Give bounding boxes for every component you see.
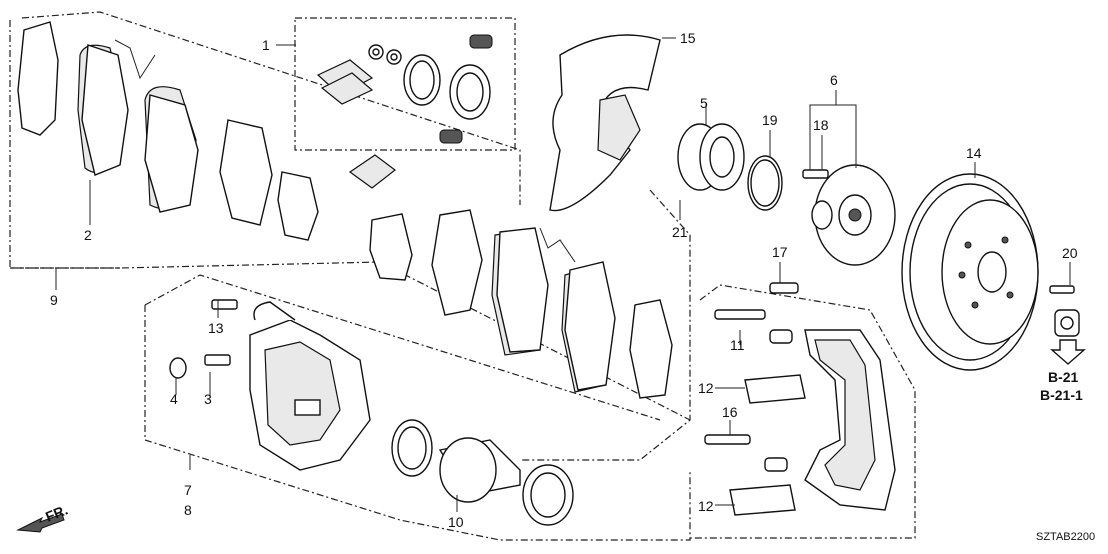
front-direction-label: FR. [43,501,70,524]
front-direction-arrow [16,513,65,533]
hardware-right [1049,285,1086,365]
callouts: 1 2 3 4 5 6 7 8 9 10 11 12 12 13 14 15 1… [50,30,1078,530]
callout-8: 8 [184,502,192,518]
section-references: B-21 B-21-1 [1040,369,1083,403]
callout-7: 7 [184,482,192,498]
bracket-hardware [704,282,806,516]
callout-19: 19 [762,112,778,128]
splash-shield [549,34,661,212]
callout-20: 20 [1062,245,1078,261]
kit-box [294,17,516,151]
callout-5: 5 [700,95,708,111]
callout-3: 3 [204,391,212,407]
callout-4: 4 [170,391,178,407]
caliper-hardware [169,299,238,379]
callout-17: 17 [772,244,788,260]
seal-kit [316,34,493,144]
callout-10: 10 [448,514,464,530]
callout-16: 16 [722,404,738,420]
ref-b21-1: B-21-1 [1040,387,1083,403]
piston-group [391,419,574,526]
callout-1: 1 [262,37,270,53]
callout-9: 9 [50,292,58,308]
leader-lines [55,37,1071,512]
caliper-body [249,301,371,471]
callout-12a: 12 [698,380,714,396]
callout-18: 18 [813,117,829,133]
disc-rotor [901,173,1039,371]
callout-13: 13 [208,320,224,336]
hub-assembly [677,123,896,266]
shims-right [369,209,673,399]
callout-11: 11 [730,337,745,353]
callout-6: 6 [830,72,838,88]
caliper-bracket [804,329,896,511]
group-boundaries [9,11,916,541]
callout-2: 2 [84,227,92,243]
ref-b21: B-21 [1048,369,1079,385]
callout-15: 15 [680,30,696,46]
callout-21: 21 [672,224,688,240]
callout-12b: 12 [698,498,714,514]
shims-left [17,21,396,241]
diagram-code: SZTAB2200 [1036,531,1095,543]
callout-14: 14 [966,145,982,161]
